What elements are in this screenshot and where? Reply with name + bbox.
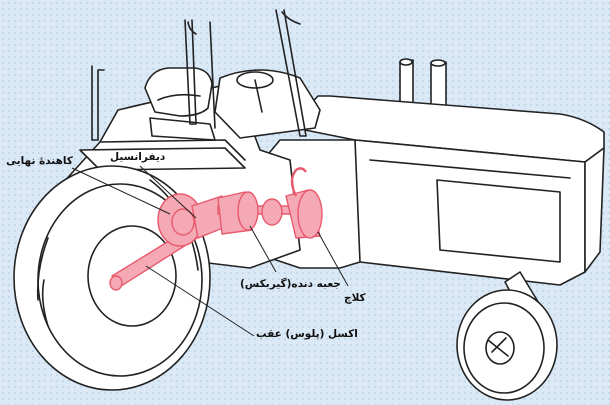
leader-clutch (317, 231, 349, 287)
coupling (261, 198, 283, 226)
leader-differential (139, 165, 197, 219)
leader-lines (71, 165, 349, 337)
leader-rear-axle (145, 265, 255, 337)
clutch-lever (290, 167, 307, 197)
steering-wheel (214, 69, 321, 139)
front-wheel (456, 289, 558, 401)
grille (584, 147, 605, 273)
label-final-drive: کاهندهٔ نهایی (6, 155, 73, 167)
label-clutch: کلاچ (344, 292, 366, 304)
label-rear-axle: اکسل (پلوس) عقب (256, 328, 358, 340)
leader-final-drive (71, 167, 171, 215)
platform (79, 147, 246, 171)
rear-axle-end (109, 275, 123, 291)
label-differential: دیفرانسیل (110, 151, 166, 163)
clutch-disc (297, 189, 323, 239)
label-gearbox: جعبه دنده(گیربکس) (240, 278, 341, 290)
seat (144, 67, 213, 117)
drivetrain (109, 167, 323, 291)
rops-frame (91, 9, 307, 141)
leader-gearbox (249, 225, 277, 273)
